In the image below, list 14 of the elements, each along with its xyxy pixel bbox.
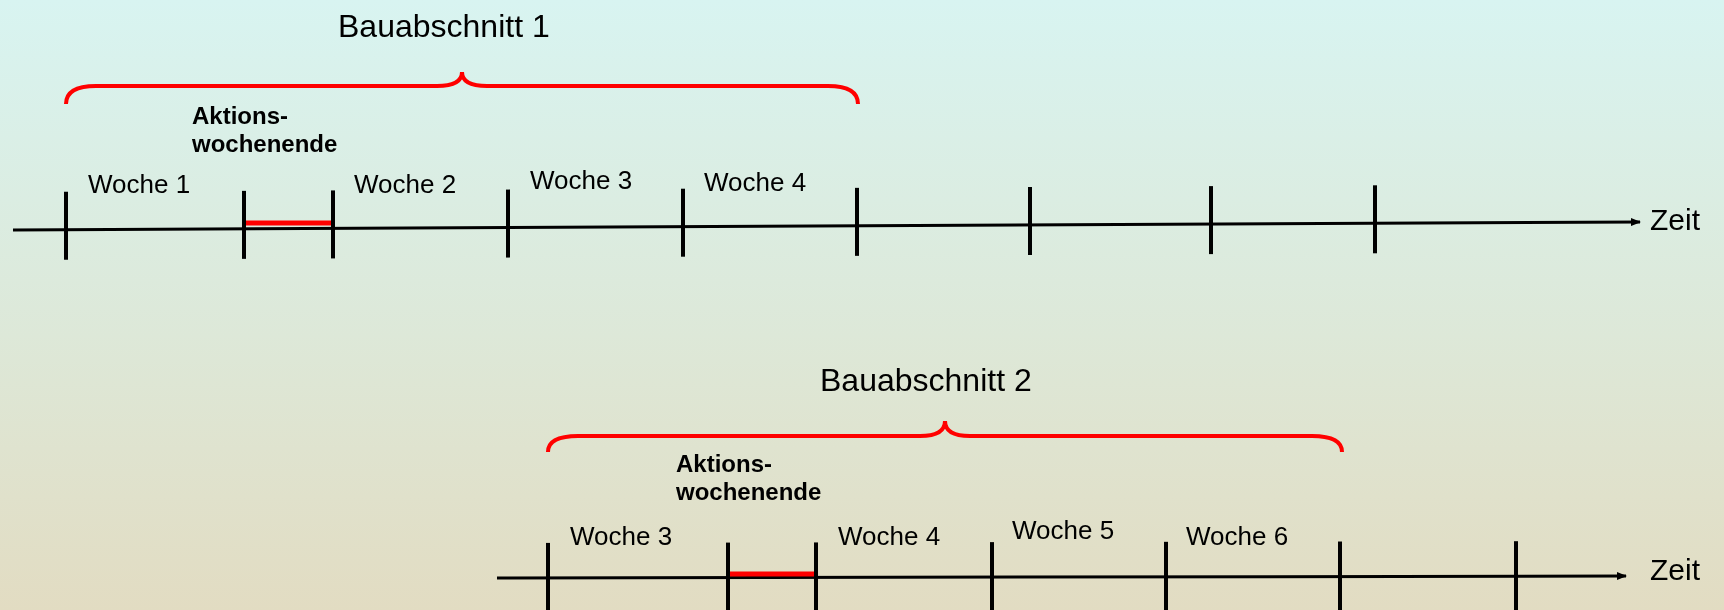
week-label: Woche 1 [88,170,191,200]
week-label: Woche 4 [704,168,807,198]
event-label: Aktions- wochenende [676,450,822,506]
week-label: Woche 3 [570,522,673,552]
week-label: Woche 3 [530,166,633,196]
week-label: Woche 4 [838,522,941,552]
phase-title: Bauabschnitt 1 [338,8,550,45]
week-label: Woche 6 [1186,522,1289,552]
axis-label: Zeit [1650,203,1700,238]
week-label: Woche 5 [1012,516,1115,546]
axis-label: Zeit [1650,553,1700,588]
event-label: Aktions- wochenende [192,102,338,158]
phase-title: Bauabschnitt 2 [820,362,1032,399]
week-label: Woche 2 [354,170,457,200]
